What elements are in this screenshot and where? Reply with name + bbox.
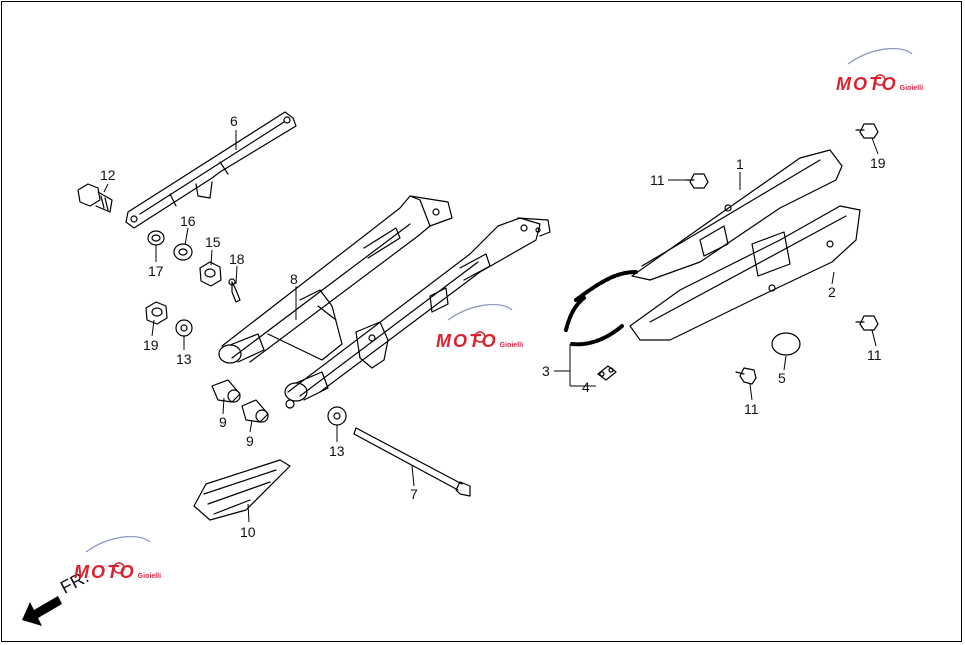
leader-lines bbox=[103, 130, 879, 523]
callout-11-lower: 11 bbox=[744, 401, 759, 417]
callout-10: 10 bbox=[240, 524, 256, 540]
part-9-bushing-b bbox=[241, 399, 269, 423]
part-8-swing-arm bbox=[218, 195, 551, 409]
part-13-washer-center bbox=[327, 406, 347, 426]
part-12-bolt bbox=[77, 183, 113, 213]
watermark-subtext: Gioielli bbox=[499, 342, 524, 349]
callout-11-upper: 11 bbox=[650, 172, 665, 188]
watermark-text: MOTO bbox=[836, 74, 898, 94]
part-15-washer bbox=[173, 243, 193, 261]
part-9-bushing-a bbox=[211, 379, 241, 403]
part-5-cap bbox=[771, 332, 801, 356]
callout-13-left: 13 bbox=[176, 351, 192, 367]
callout-17: 18 bbox=[229, 251, 245, 267]
part-6-chain-guide-rail bbox=[125, 111, 297, 229]
callout-3: 3 bbox=[542, 363, 550, 379]
part-11-bolt-lower bbox=[735, 367, 757, 385]
callout-19: 19 bbox=[870, 155, 886, 171]
part-10-chain-slider bbox=[193, 459, 291, 521]
callout-14: 15 bbox=[205, 234, 221, 250]
callout-13-center: 13 bbox=[329, 443, 345, 459]
watermark-subtext: Gioielli bbox=[137, 573, 162, 580]
callout-9-b: 9 bbox=[246, 433, 254, 449]
part-11-bolt-upper bbox=[685, 173, 709, 189]
watermark-swoosh-icon bbox=[85, 47, 913, 553]
callout-15: 16 bbox=[180, 213, 196, 229]
watermark-subtext: Gioielli bbox=[899, 85, 924, 92]
callout-4: 4 bbox=[582, 379, 590, 395]
part-4-chain-link bbox=[597, 365, 617, 381]
callout-1: 1 bbox=[736, 156, 744, 172]
callout-16: 17 bbox=[148, 263, 164, 279]
part-17-cotter-pin bbox=[228, 278, 241, 303]
part-13-washer-left bbox=[175, 319, 193, 337]
part-1-chain-guard-upper bbox=[631, 149, 843, 281]
watermark-gear-icon bbox=[113, 74, 886, 574]
part-18-flange-nut bbox=[145, 301, 168, 325]
callout-6: 6 bbox=[230, 113, 238, 129]
arrow-down-left-icon bbox=[22, 596, 62, 626]
watermark-text: MOTO bbox=[74, 562, 136, 582]
part-2-chain-guard-lower bbox=[629, 205, 861, 341]
callout-7: 7 bbox=[410, 486, 418, 502]
part-11-bolt-right bbox=[855, 315, 879, 331]
callout-8: 8 bbox=[290, 271, 298, 287]
part-14-nut bbox=[199, 261, 222, 287]
callout-9-a: 9 bbox=[219, 414, 227, 430]
part-3-drive-chain bbox=[564, 270, 638, 347]
watermark-text: MOTO bbox=[436, 331, 498, 351]
callout-5: 5 bbox=[778, 370, 786, 386]
callout-12: 12 bbox=[100, 167, 116, 183]
part-19-bolt bbox=[855, 123, 879, 139]
part-16-spring-washer bbox=[147, 230, 165, 246]
callout-11-right: 11 bbox=[867, 347, 882, 363]
callout-2: 2 bbox=[828, 284, 836, 300]
part-7-pivot-axle bbox=[353, 427, 471, 497]
callout-18: 19 bbox=[143, 337, 159, 353]
